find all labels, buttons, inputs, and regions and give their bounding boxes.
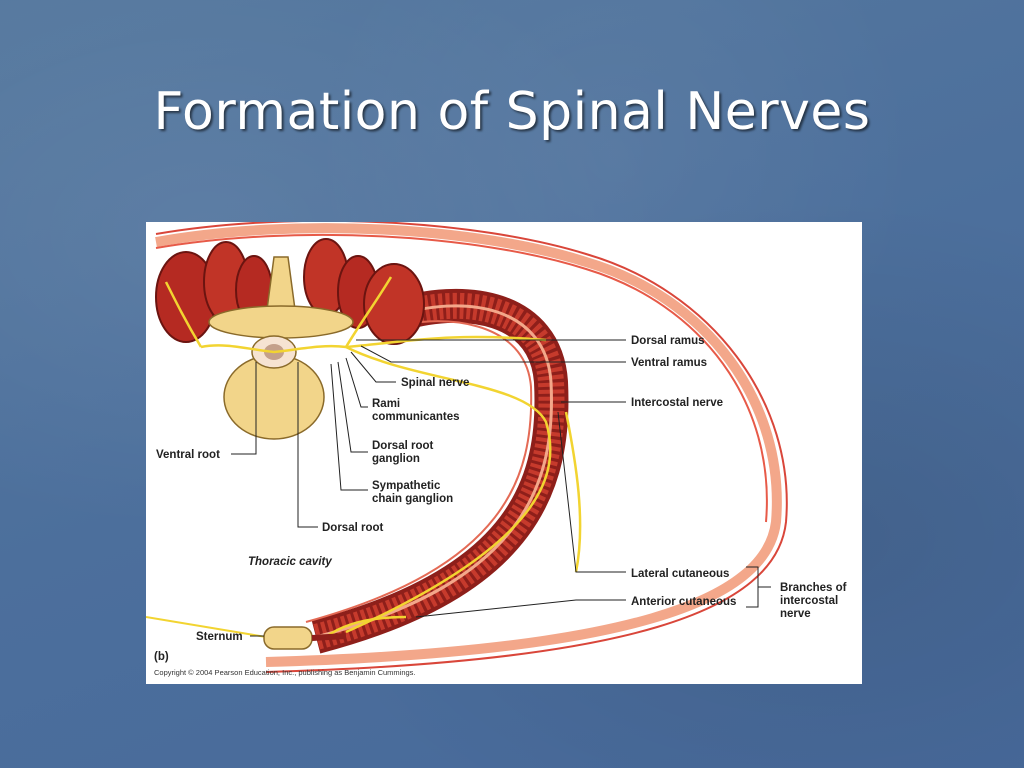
anatomy-figure: Dorsal ramus Ventral ramus Spinal nerve … — [146, 222, 862, 684]
label-ventral-ramus: Ventral ramus — [631, 357, 707, 369]
spinal-nerve-diagram: Dorsal ramus Ventral ramus Spinal nerve … — [146, 222, 847, 677]
label-ventral-root: Ventral root — [156, 449, 220, 461]
label-intercostal-nerve: Intercostal nerve — [631, 397, 723, 409]
vertebra — [208, 256, 354, 440]
label-copyright: Copyright © 2004 Pearson Education, Inc.… — [154, 668, 416, 677]
label-branches-line1: Branches of — [780, 582, 847, 594]
label-panel-b: (b) — [154, 651, 169, 663]
body-wall — [155, 222, 788, 673]
intercostal-muscles — [305, 288, 569, 654]
label-branches-line3: nerve — [780, 608, 811, 620]
label-drg-line2: ganglion — [372, 453, 420, 465]
label-sympathetic-line2: chain ganglion — [372, 493, 453, 505]
label-branches-line2: intercostal — [780, 595, 838, 607]
label-drg-line1: Dorsal root — [372, 440, 434, 452]
nerves — [146, 276, 582, 639]
label-rami-line2: communicantes — [372, 411, 460, 423]
label-dorsal-ramus: Dorsal ramus — [631, 335, 705, 347]
label-sympathetic-line1: Sympathetic — [372, 480, 441, 492]
label-anterior-cutaneous: Anterior cutaneous — [631, 596, 736, 608]
label-thoracic-cavity: Thoracic cavity — [248, 556, 332, 568]
label-dorsal-root: Dorsal root — [322, 522, 384, 534]
slide-title: Formation of Spinal Nerves — [153, 82, 871, 142]
leader-lines — [231, 339, 771, 637]
label-lateral-cutaneous: Lateral cutaneous — [631, 568, 729, 580]
label-rami-line1: Rami — [372, 398, 400, 410]
sternum-shape — [263, 626, 347, 650]
label-sternum: Sternum — [196, 631, 243, 643]
label-spinal-nerve: Spinal nerve — [401, 377, 469, 389]
